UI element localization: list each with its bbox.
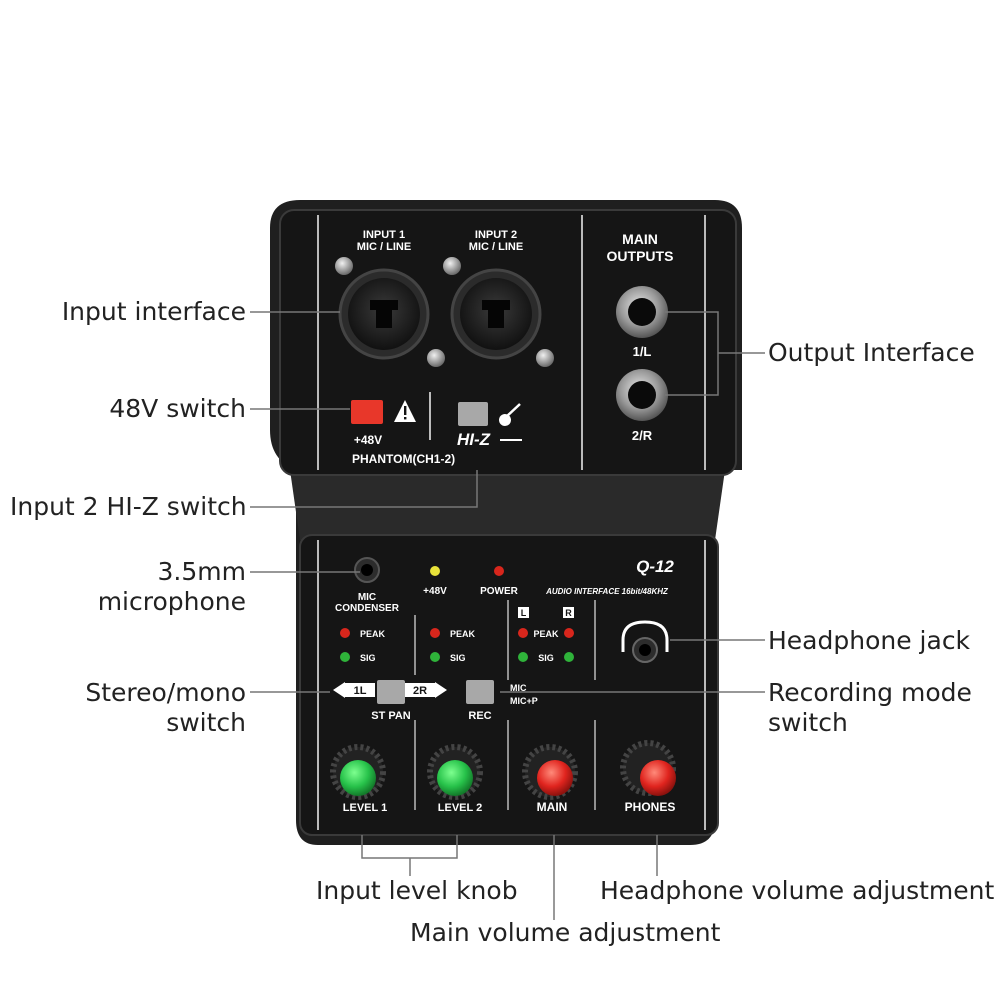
callout-48v-switch: 48V switch <box>109 394 246 423</box>
level2-label: LEVEL 2 <box>438 802 482 814</box>
callout-recording-line2: switch <box>768 708 848 737</box>
headphone-jack[interactable] <box>632 637 658 663</box>
input1-label: INPUT 1 <box>363 229 405 241</box>
headphone-icon <box>621 620 669 652</box>
hiz-label: HI-Z <box>457 430 491 449</box>
peak-label-2: PEAK <box>450 629 476 639</box>
output-2r-label: 2/R <box>632 428 653 443</box>
led-power <box>494 566 504 576</box>
phones-knob[interactable] <box>620 740 676 796</box>
led-sig-2 <box>430 652 440 662</box>
sig-label-1: SIG <box>360 653 376 663</box>
phantom-label: PHANTOM(CH1-2) <box>352 452 455 466</box>
callout-recording-line1: Recording mode <box>768 678 972 707</box>
model-subtitle: AUDIO INTERFACE 16bit/48KHZ <box>545 587 669 596</box>
peak-label-1: PEAK <box>360 629 386 639</box>
led-power-label: POWER <box>480 586 519 597</box>
level2-knob[interactable] <box>427 744 483 800</box>
led-48v-label: +48V <box>423 586 447 597</box>
rec-label: REC <box>468 710 491 722</box>
callout-mic-35-line1: 3.5mm <box>157 557 246 586</box>
phantom-48v-label: +48V <box>354 433 382 447</box>
main-outputs-label-2: OUTPUTS <box>607 248 674 264</box>
rec-mode-button[interactable] <box>466 680 494 704</box>
output-1l-label: 1/L <box>633 344 652 359</box>
front-panel <box>299 534 719 836</box>
callout-stereo-line1: Stereo/mono <box>85 678 246 707</box>
led-peak-2 <box>430 628 440 638</box>
hiz-button[interactable] <box>458 402 488 426</box>
model-label: Q-12 <box>636 557 674 576</box>
callout-stereo-line2: switch <box>166 708 246 737</box>
mic-condenser-label-2: CONDENSER <box>335 603 400 614</box>
callout-input-level-knob: Input level knob <box>316 876 518 905</box>
st-pan-1l-label: 1L <box>354 685 367 697</box>
output-1l-jack[interactable] <box>616 286 668 338</box>
mic-35mm-jack[interactable] <box>354 557 380 583</box>
callout-mic-35: 3.5mm microphone <box>20 557 246 617</box>
st-pan-switch[interactable] <box>333 680 447 704</box>
led-peak-l <box>518 628 528 638</box>
led-sig-1 <box>340 652 350 662</box>
input2-xlr-jack[interactable] <box>443 257 554 367</box>
warning-icon <box>394 400 416 422</box>
input2-type-label: MIC / LINE <box>469 241 523 253</box>
rec-micp-label: MIC+P <box>510 696 538 706</box>
st-pan-label: ST PAN <box>371 710 411 722</box>
input2-label: INPUT 2 <box>475 229 517 241</box>
callout-recording-mode: Recording mode switch <box>768 678 972 738</box>
main-label: MAIN <box>537 800 568 814</box>
callout-headphone-volume: Headphone volume adjustment <box>600 876 995 905</box>
input1-xlr-jack[interactable] <box>335 257 445 367</box>
led-peak-r <box>564 628 574 638</box>
callout-mic-35-line2: microphone <box>97 587 246 616</box>
led-48v <box>430 566 440 576</box>
sig-label-2: SIG <box>450 653 466 663</box>
led-sig-l <box>518 652 528 662</box>
led-sig-r <box>564 652 574 662</box>
peak-label-main: PEAK <box>533 629 559 639</box>
sig-label-main: SIG <box>538 653 554 663</box>
callout-input-interface: Input interface <box>61 297 246 326</box>
callout-stereo-mono: Stereo/mono switch <box>20 678 246 738</box>
right-label: R <box>565 608 572 618</box>
main-outputs-label: MAIN <box>622 231 658 247</box>
output-2r-jack[interactable] <box>616 369 668 421</box>
phantom-48v-button[interactable] <box>351 400 383 424</box>
left-label: L <box>521 608 527 618</box>
mic-condenser-label: MIC <box>358 592 376 603</box>
level1-knob[interactable] <box>330 744 386 800</box>
st-pan-2r-label: 2R <box>413 685 427 697</box>
level1-label: LEVEL 1 <box>343 802 387 814</box>
callout-hiz-switch: Input 2 HI-Z switch <box>10 492 247 521</box>
callout-main-volume: Main volume adjustment <box>410 918 721 947</box>
rec-mic-label: MIC <box>510 683 527 693</box>
phones-label: PHONES <box>625 800 676 814</box>
callout-output-interface: Output Interface <box>768 338 975 367</box>
guitar-icon <box>499 403 521 426</box>
callout-headphone-jack: Headphone jack <box>768 626 971 655</box>
leader-lines <box>250 311 765 920</box>
led-peak-1 <box>340 628 350 638</box>
input1-type-label: MIC / LINE <box>357 241 411 253</box>
main-knob[interactable] <box>522 744 578 800</box>
